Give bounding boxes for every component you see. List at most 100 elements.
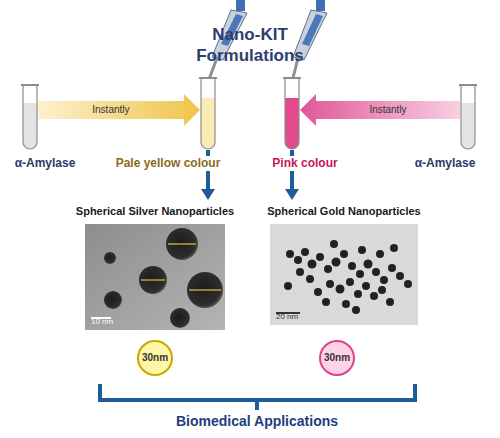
tube-headspace: [201, 78, 215, 98]
size-label: 30nm: [142, 352, 168, 364]
nanoparticle: [378, 286, 386, 294]
pipette-button: [236, 0, 245, 11]
nanoparticle: [362, 282, 370, 290]
tube-headspace: [23, 85, 37, 103]
tube-label: Pink colour: [270, 156, 339, 171]
nanoparticle: [332, 258, 341, 267]
test-tube: [22, 85, 38, 150]
tube-label: α-Amylase: [413, 156, 478, 171]
nanoparticle: [372, 268, 380, 276]
tube-liquid: [285, 78, 299, 149]
arrow-body: [300, 94, 460, 126]
nanoparticle: [354, 290, 362, 298]
nanoparticle: [308, 260, 317, 269]
tem-background: [85, 224, 225, 330]
enzyme-tube: α-Amylase: [22, 85, 38, 150]
nanoparticle: [370, 292, 378, 300]
nanoparticle: [390, 244, 398, 252]
nanoparticle: [301, 248, 309, 256]
arrow-body: [38, 94, 200, 126]
tube-label: α-Amylase: [13, 156, 78, 171]
size-circle: 30nm: [137, 340, 173, 376]
tube-outline: [461, 85, 475, 149]
nanoparticle: [342, 300, 350, 308]
tube-outline: [285, 78, 299, 149]
tem-panel: Spherical Silver Nanoparticles10 nm: [85, 200, 225, 330]
size-label: 30nm: [324, 352, 350, 364]
enzyme-tube: α-Amylase: [460, 85, 476, 150]
nanoparticle: [104, 252, 116, 264]
nanoparticle: [336, 285, 345, 294]
tube-outline: [23, 85, 37, 149]
tem-panel: Spherical Gold Nanoparticles 20 nm: [270, 200, 418, 325]
nanoparticle: [284, 282, 292, 290]
tube-outline: [201, 78, 215, 149]
scale-label: 10 nm: [91, 317, 113, 326]
nanoparticle: [330, 240, 338, 248]
nanoparticle: [376, 250, 384, 258]
bracket-tick: [255, 400, 259, 410]
measure-line: [141, 280, 165, 281]
nanoparticle: [170, 308, 190, 328]
nanoparticle: [348, 262, 356, 270]
nanoparticle: [340, 250, 348, 258]
tube-liquid: [23, 85, 37, 149]
nanoparticle: [322, 298, 330, 306]
arrow-label: Instantly: [369, 104, 406, 116]
panel-heading: Spherical Gold Nanoparticles: [267, 204, 420, 218]
scale-label: 20 nm: [276, 312, 298, 321]
arrow-head: [285, 189, 299, 200]
test-tube: [284, 78, 300, 150]
nanoparticle: [356, 270, 364, 278]
tube-liquid: [461, 85, 475, 149]
test-tube: [460, 85, 476, 150]
nanoparticle: [396, 272, 404, 280]
tube-rim: [199, 77, 217, 79]
diagram-title: Nano-KIT Formulations: [185, 24, 315, 66]
pipette-button: [316, 0, 325, 11]
nanoparticle: [364, 260, 373, 269]
nanoparticle: [388, 264, 396, 272]
nanoparticle: [294, 256, 302, 264]
tube-rim: [283, 77, 301, 79]
nanoparticle: [314, 288, 322, 296]
measure-line: [189, 290, 221, 291]
tem-image: [270, 224, 418, 325]
block-arrow: [38, 94, 200, 126]
nanoparticle: [139, 266, 167, 294]
tube-liquid: [201, 78, 215, 149]
tube-label: Pale yellow colour: [114, 156, 223, 171]
arrow-label: Instantly: [92, 104, 129, 116]
nanoparticle: [187, 272, 223, 308]
tube-headspace: [461, 85, 475, 103]
tem-background: [270, 224, 418, 325]
test-tube: [200, 78, 216, 150]
nanoparticle: [326, 280, 334, 288]
tube-rim: [459, 84, 477, 86]
nanoparticle: [352, 306, 360, 314]
pipette-grip: [302, 14, 323, 46]
nanoparticle: [316, 253, 324, 261]
arrow-head: [201, 189, 215, 200]
nanoparticle: [380, 276, 388, 284]
pipette: [292, 0, 327, 82]
nanoparticle: [358, 246, 366, 254]
nanoparticle: [104, 291, 122, 309]
size-circle: 30nm: [319, 340, 355, 376]
nanoparticle: [306, 275, 314, 283]
bracket: [100, 384, 415, 400]
panel-heading: Spherical Silver Nanoparticles: [76, 204, 234, 218]
footer-label: Biomedical Applications: [176, 412, 338, 430]
block-arrow: [300, 94, 460, 126]
nanoparticle: [324, 265, 332, 273]
nanoparticle: [386, 298, 394, 306]
tem-image: [85, 224, 225, 330]
nanoparticle: [346, 278, 354, 286]
tube-headspace: [285, 78, 299, 98]
sample-tube: Pink colour: [284, 78, 300, 150]
nanoparticle: [286, 250, 294, 258]
nanoparticle: [166, 228, 198, 260]
